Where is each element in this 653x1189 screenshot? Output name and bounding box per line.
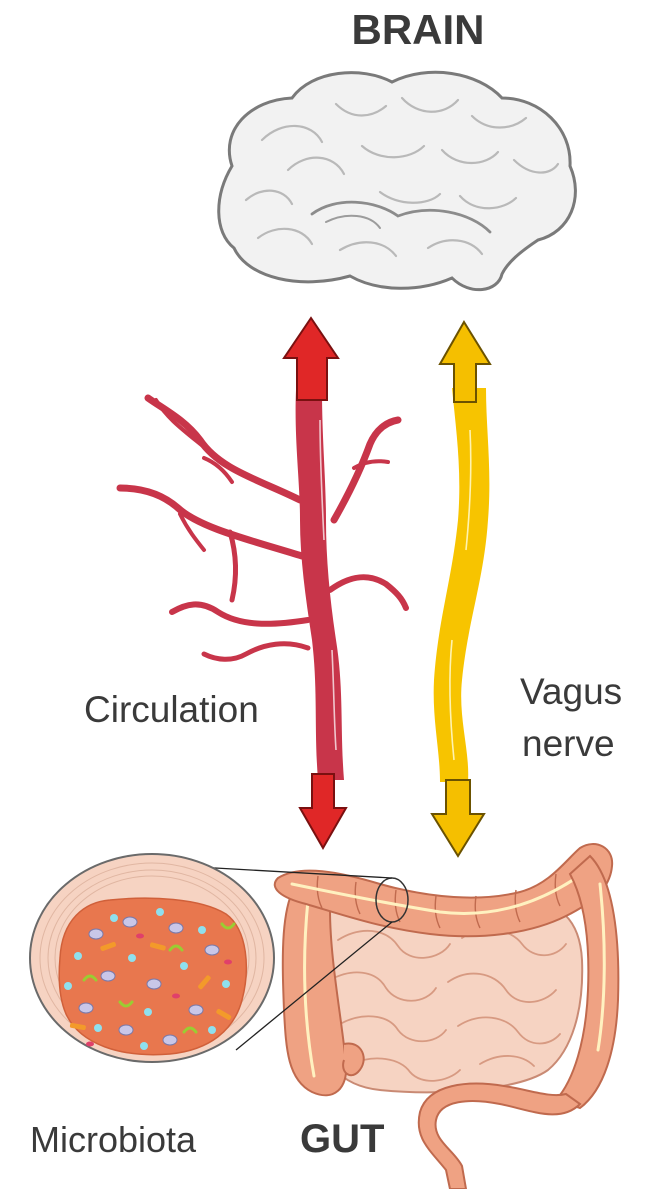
brain-icon xyxy=(219,72,576,289)
circulation-label: Circulation xyxy=(84,689,259,730)
circulation-up-arrow-icon xyxy=(284,318,338,400)
vagus-label-line2: nerve xyxy=(522,723,615,764)
microbiota-label: Microbiota xyxy=(30,1119,197,1160)
brain-title: BRAIN xyxy=(352,6,485,53)
microbiota-cross-section-icon xyxy=(30,854,274,1062)
vagus-down-arrow-icon xyxy=(432,780,484,856)
circulation-down-arrow-icon xyxy=(300,774,346,848)
gut-title: GUT xyxy=(300,1117,384,1161)
vagus-label-line1: Vagus xyxy=(520,671,622,712)
vagus-nerve xyxy=(434,388,490,782)
